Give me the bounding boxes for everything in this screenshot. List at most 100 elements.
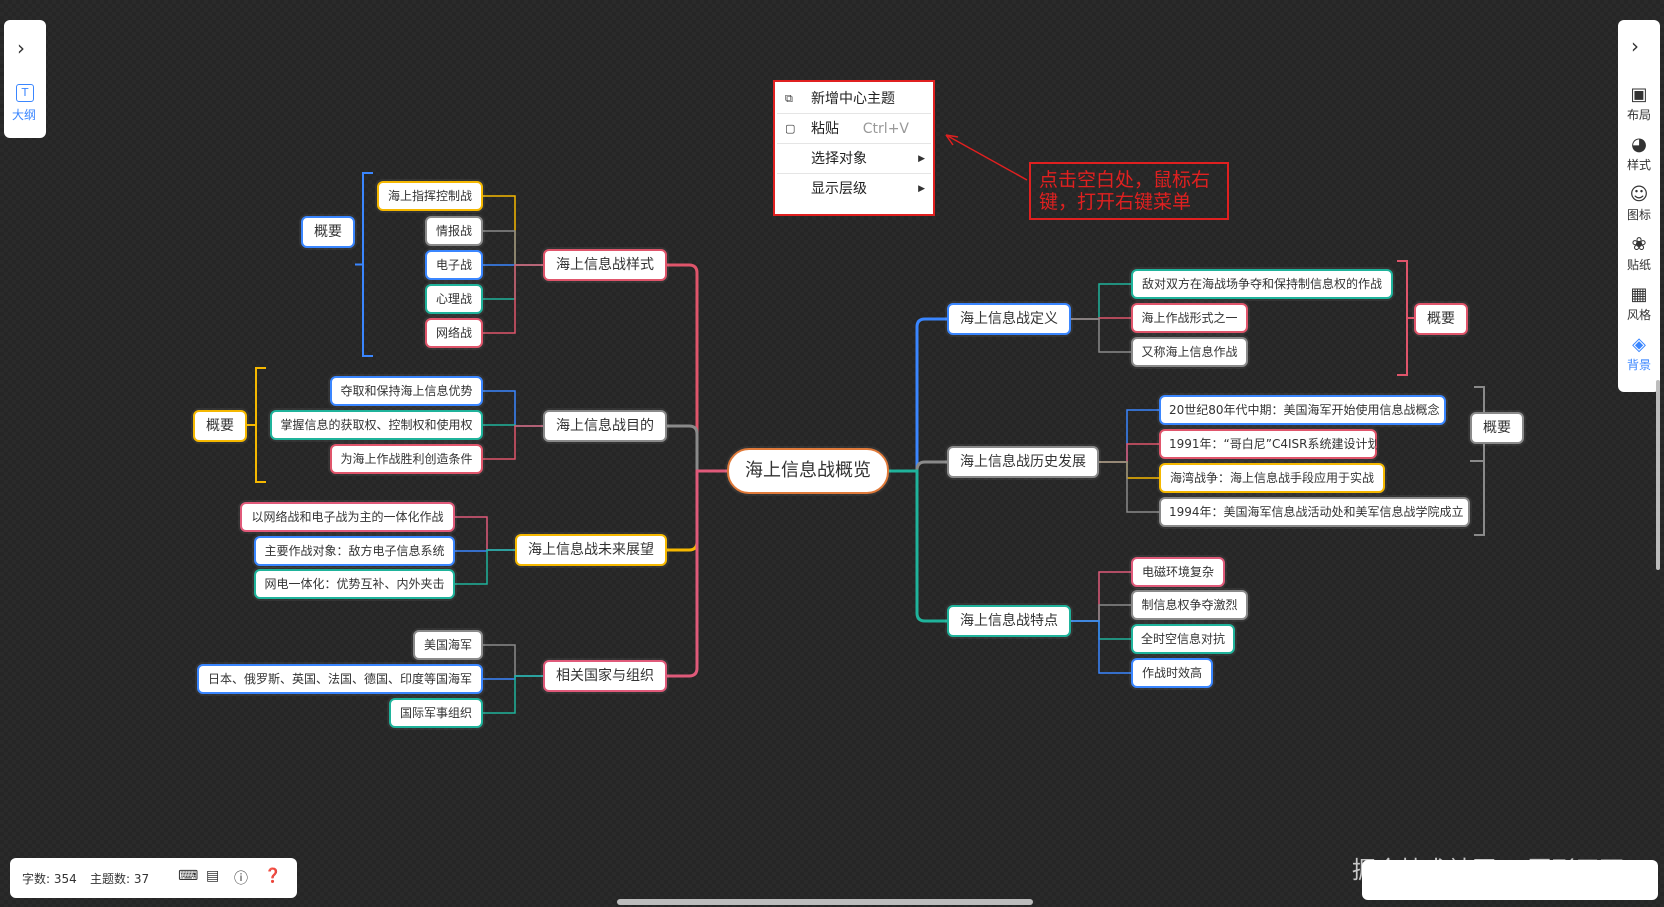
context-menu-item[interactable]: ⧉ 新增中心主题	[777, 84, 931, 114]
subtopic[interactable]: 日本、俄罗斯、英国、法国、德国、印度等国海军	[197, 664, 483, 694]
subtopic-line	[455, 516, 515, 551]
summary-topic[interactable]: 概要	[193, 410, 247, 442]
toolbar-item-layers[interactable]: ◈背景	[1618, 334, 1660, 373]
vertical-scrollbar[interactable]	[1656, 380, 1660, 570]
tree-icon: ⧉	[785, 92, 793, 105]
keyboard-icon[interactable]: ⌨	[178, 868, 199, 884]
expand-chevron-icon[interactable]: ›	[17, 36, 25, 60]
subtopic[interactable]: 1991年：“哥白尼”C4ISR系统建设计划	[1159, 429, 1379, 459]
outline-button-label[interactable]: 大纲	[12, 108, 37, 122]
subtopic[interactable]: 国际军事组织	[389, 698, 483, 728]
flower-icon: ❀	[1631, 234, 1647, 255]
toolbar-item-layout[interactable]: ▣ 布局	[1618, 84, 1660, 123]
subtopic-line	[483, 264, 543, 300]
context-menu: ⧉ 新增中心主题 ▢ 粘贴 Ctrl+V 选择对象 ▶ 显示层级 ▶	[773, 80, 935, 216]
context-menu-item-label: 选择对象	[811, 151, 867, 167]
branch-line	[667, 424, 727, 473]
toolbar-item-label: 风格	[1626, 308, 1651, 322]
watermark: 掘金技术社区 @图形天下	[1352, 856, 1624, 884]
subtopic-line	[1071, 571, 1131, 622]
smiley-icon: ☺	[1629, 184, 1649, 205]
topic-1[interactable]: 海上信息战样式	[543, 249, 667, 281]
toolbar-item-grid[interactable]: ▦ 风格	[1618, 284, 1660, 323]
subtopic[interactable]: 夺取和保持海上信息优势	[330, 376, 483, 406]
minimap-icon[interactable]: ▤	[206, 868, 220, 884]
subtopic-line	[1071, 604, 1131, 622]
summary-topic[interactable]: 概要	[1470, 412, 1524, 444]
subtopic[interactable]: 全时空信息对抗	[1131, 624, 1235, 654]
subtopic[interactable]: 电磁环境复杂	[1131, 557, 1225, 587]
subtopic[interactable]: 情报战	[425, 216, 483, 246]
topic-4[interactable]: 相关国家与组织	[543, 660, 667, 692]
subtopic[interactable]: 制信息权争夺激烈	[1131, 590, 1248, 620]
subtopic[interactable]: 网络战	[425, 318, 483, 348]
collapse-chevron-icon[interactable]: ›	[1631, 34, 1639, 58]
horizontal-scrollbar[interactable]	[617, 899, 1033, 905]
annotation-arrowhead	[945, 134, 959, 146]
central-topic[interactable]: 海上信息战概览	[727, 448, 889, 494]
toolbar-item-flower[interactable]: ❀贴纸	[1618, 234, 1660, 273]
branch-line	[667, 469, 727, 678]
context-menu-item-label: 新增中心主题	[811, 91, 895, 107]
subtopic-line	[483, 264, 543, 334]
context-menu-item-label: 显示层级	[811, 181, 867, 197]
grid-icon: ▦	[1630, 284, 1648, 305]
branch-line	[889, 469, 947, 623]
submenu-arrow-icon: ▶	[918, 154, 925, 164]
subtopic[interactable]: 心理战	[425, 284, 483, 314]
topic-3[interactable]: 海上信息战未来展望	[515, 534, 667, 566]
topic-7[interactable]: 海上信息战特点	[947, 605, 1071, 637]
context-menu-item[interactable]: ▢ 粘贴 Ctrl+V	[777, 114, 931, 144]
submenu-arrow-icon: ▶	[918, 184, 925, 194]
toolbar-item-label: 布局	[1626, 108, 1651, 122]
shortcut-hint: Ctrl+V	[862, 121, 909, 137]
annotation-arrow	[945, 134, 1028, 181]
subtopic[interactable]: 掌握信息的获取权、控制权和使用权	[270, 410, 483, 440]
subtopic[interactable]: 海上指挥控制战	[377, 181, 483, 211]
subtopic[interactable]: 海湾战争：海上信息战手段应用于实战	[1159, 463, 1385, 493]
subtopic[interactable]: 1994年：美国海军信息战活动处和美军信息战学院成立	[1159, 497, 1470, 527]
toolbar-item-label: 样式	[1626, 158, 1651, 172]
subtopic-line	[1071, 283, 1131, 320]
subtopic-line	[455, 549, 515, 585]
subtopic[interactable]: 敌对双方在海战场争夺和保持制信息权的作战	[1131, 269, 1393, 299]
subtopic[interactable]: 作战时效高	[1131, 658, 1213, 688]
subtopic[interactable]: 电子战	[425, 250, 483, 280]
info-icon[interactable]: ⓘ	[234, 871, 248, 887]
help-icon[interactable]: ❓	[264, 868, 282, 884]
summary-bracket	[355, 172, 373, 357]
summary-topic[interactable]: 概要	[301, 216, 355, 248]
subtopic-line	[483, 644, 543, 677]
outline-icon[interactable]: T	[16, 84, 34, 102]
subtopic-line	[1099, 461, 1159, 479]
toolbar-item-palette[interactable]: ◕样式	[1618, 134, 1660, 173]
word-count: 字数: 354	[22, 872, 77, 886]
context-menu-item[interactable]: 显示层级 ▶	[777, 174, 931, 204]
topic-count: 主题数: 37	[90, 872, 150, 886]
layers-icon: ◈	[1632, 334, 1646, 355]
summary-topic[interactable]: 概要	[1414, 303, 1468, 335]
subtopic-line	[1099, 409, 1159, 463]
context-menu-item[interactable]: 选择对象 ▶	[777, 144, 931, 174]
subtopic[interactable]: 又称海上信息作战	[1131, 337, 1248, 367]
left-toolbar: › T 大纲	[4, 20, 46, 138]
subtopic[interactable]: 美国海军	[413, 630, 483, 660]
layout-icon: ▣	[1630, 84, 1648, 105]
paste-icon: ▢	[785, 122, 796, 135]
toolbar-item-smiley[interactable]: ☺图标	[1618, 184, 1660, 223]
subtopic[interactable]: 20世纪80年代中期：美国海军开始使用信息战概念	[1159, 395, 1446, 425]
subtopic[interactable]: 网电一体化：优势互补、内外夹击	[254, 569, 455, 599]
subtopic[interactable]: 海上作战形式之一	[1131, 303, 1248, 333]
subtopic-line	[1071, 620, 1131, 674]
summary-bracket	[1470, 386, 1485, 536]
subtopic[interactable]: 以网络战和电子战为主的一体化作战	[240, 502, 455, 532]
subtopic-line	[483, 390, 543, 427]
topic-6[interactable]: 海上信息战历史发展	[947, 446, 1099, 478]
context-menu-item-label: 粘贴	[811, 121, 839, 137]
topic-2[interactable]: 海上信息战目的	[543, 410, 667, 442]
subtopic[interactable]: 为海上作战胜利创造条件	[330, 444, 483, 474]
topic-5[interactable]: 海上信息战定义	[947, 303, 1071, 335]
subtopic[interactable]: 主要作战对象：敌方电子信息系统	[254, 536, 455, 566]
subtopic-line	[1071, 620, 1131, 640]
